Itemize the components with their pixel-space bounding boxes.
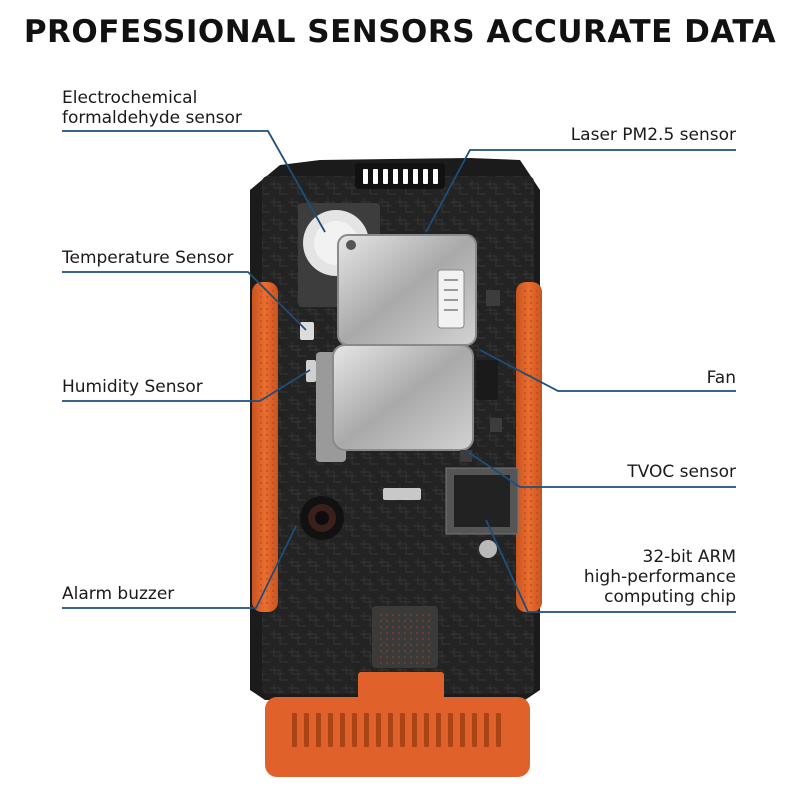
label-chip: 32-bit ARM high-performance computing ch… bbox=[584, 547, 736, 607]
arm-chip bbox=[445, 467, 519, 535]
label-fan: Fan bbox=[706, 368, 736, 388]
temperature-sensor bbox=[300, 322, 314, 340]
label-formaldehyde-line2: formaldehyde sensor bbox=[62, 108, 242, 128]
leader-line-formaldehyde bbox=[62, 130, 326, 233]
leader-line-humidity bbox=[62, 369, 311, 402]
label-chip-line1: 32-bit ARM bbox=[642, 547, 736, 567]
label-laser-pm25: Laser PM2.5 sensor bbox=[570, 125, 736, 145]
right-side-grip bbox=[516, 282, 542, 612]
alarm-buzzer bbox=[300, 496, 344, 540]
fan-module bbox=[316, 344, 498, 462]
pm25-sensor-module bbox=[337, 234, 477, 346]
label-formaldehyde: Electrochemical formaldehyde sensor bbox=[62, 88, 242, 128]
left-side-grip bbox=[252, 282, 278, 612]
label-humidity: Humidity Sensor bbox=[62, 377, 203, 397]
page-title: PROFESSIONAL SENSORS ACCURATE DATA bbox=[23, 14, 777, 50]
leader-line-temperature bbox=[62, 271, 307, 331]
leader-line-chip bbox=[485, 519, 736, 613]
bottom-vent bbox=[265, 672, 530, 777]
label-temperature: Temperature Sensor bbox=[62, 248, 234, 268]
lower-component bbox=[372, 606, 438, 668]
label-tvoc: TVOC sensor bbox=[627, 462, 736, 482]
label-formaldehyde-line1: Electrochemical bbox=[62, 88, 198, 108]
leader-line-laser-pm25 bbox=[425, 149, 736, 233]
label-chip-line2: high-performance bbox=[583, 567, 736, 587]
leader-line-tvoc bbox=[467, 451, 736, 488]
top-vent bbox=[355, 163, 445, 189]
leader-line-alarm bbox=[62, 525, 297, 609]
status-led bbox=[479, 540, 497, 558]
humidity-sensor bbox=[306, 360, 316, 382]
leader-line-fan bbox=[479, 349, 736, 392]
tvoc-sensor bbox=[460, 290, 502, 462]
board-connector bbox=[383, 488, 421, 500]
label-chip-line3: computing chip bbox=[604, 587, 736, 607]
label-alarm-buzzer: Alarm buzzer bbox=[62, 584, 175, 604]
